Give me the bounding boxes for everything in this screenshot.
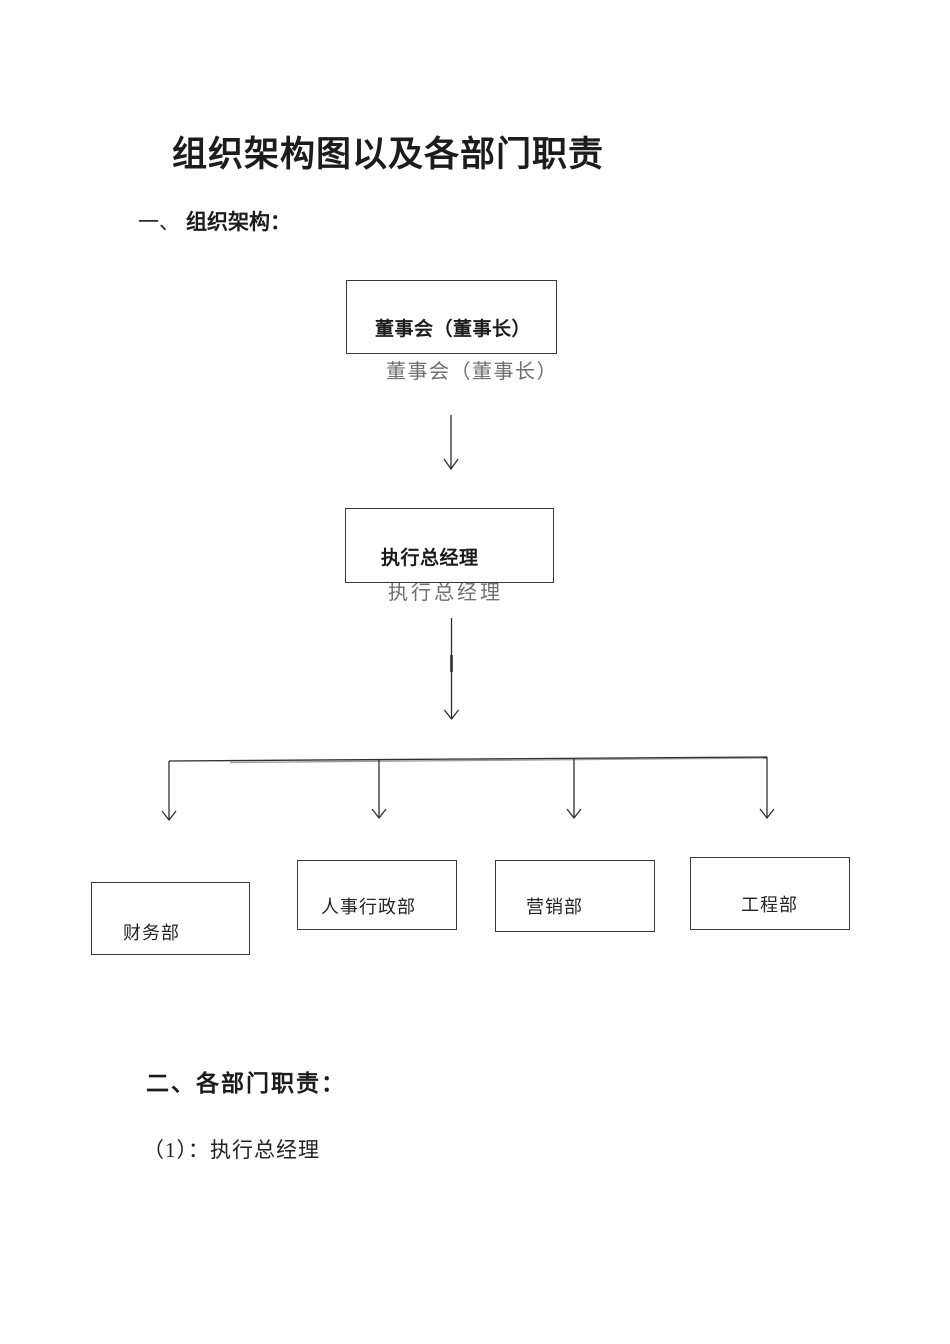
arrow-to-engineering bbox=[759, 757, 775, 820]
org-box-finance: 财务部 bbox=[91, 882, 250, 955]
branch-line bbox=[168, 756, 768, 764]
board-box-caption: 董事会（董事长） bbox=[386, 361, 558, 383]
arrow-to-marketing bbox=[566, 759, 582, 820]
org-box-board-label: 董事会（董事长） bbox=[375, 319, 532, 340]
org-box-marketing-label: 营销部 bbox=[526, 897, 583, 917]
org-box-gm: 执行总经理 bbox=[345, 508, 554, 583]
arrow-board-to-gm bbox=[443, 415, 459, 471]
org-box-marketing: 营销部 bbox=[495, 860, 655, 932]
org-box-gm-label: 执行总经理 bbox=[381, 548, 479, 569]
arrow-gm-to-branch bbox=[443, 618, 460, 721]
section-one-heading: 一、组织架构： bbox=[138, 206, 291, 236]
org-box-hr-admin-label: 人事行政部 bbox=[321, 897, 416, 917]
gm-box-caption: 执行总经理 bbox=[388, 582, 503, 604]
page-title: 组织架构图以及各部门职责 bbox=[172, 135, 605, 174]
org-box-engineering: 工程部 bbox=[690, 857, 850, 930]
org-box-finance-label: 财务部 bbox=[123, 923, 180, 943]
org-box-board: 董事会（董事长） bbox=[346, 280, 557, 354]
arrow-to-hr bbox=[371, 759, 387, 820]
org-box-hr-admin: 人事行政部 bbox=[297, 860, 457, 930]
org-box-engineering-label: 工程部 bbox=[741, 895, 798, 915]
section-one-numeral: 一、 bbox=[138, 210, 180, 234]
section-two-heading: 二、各部门职责： bbox=[146, 1071, 346, 1096]
arrow-to-finance bbox=[161, 761, 177, 822]
item-one-text: （1）：执行总经理 bbox=[143, 1138, 320, 1162]
section-one-label: 组织架构： bbox=[186, 210, 291, 234]
